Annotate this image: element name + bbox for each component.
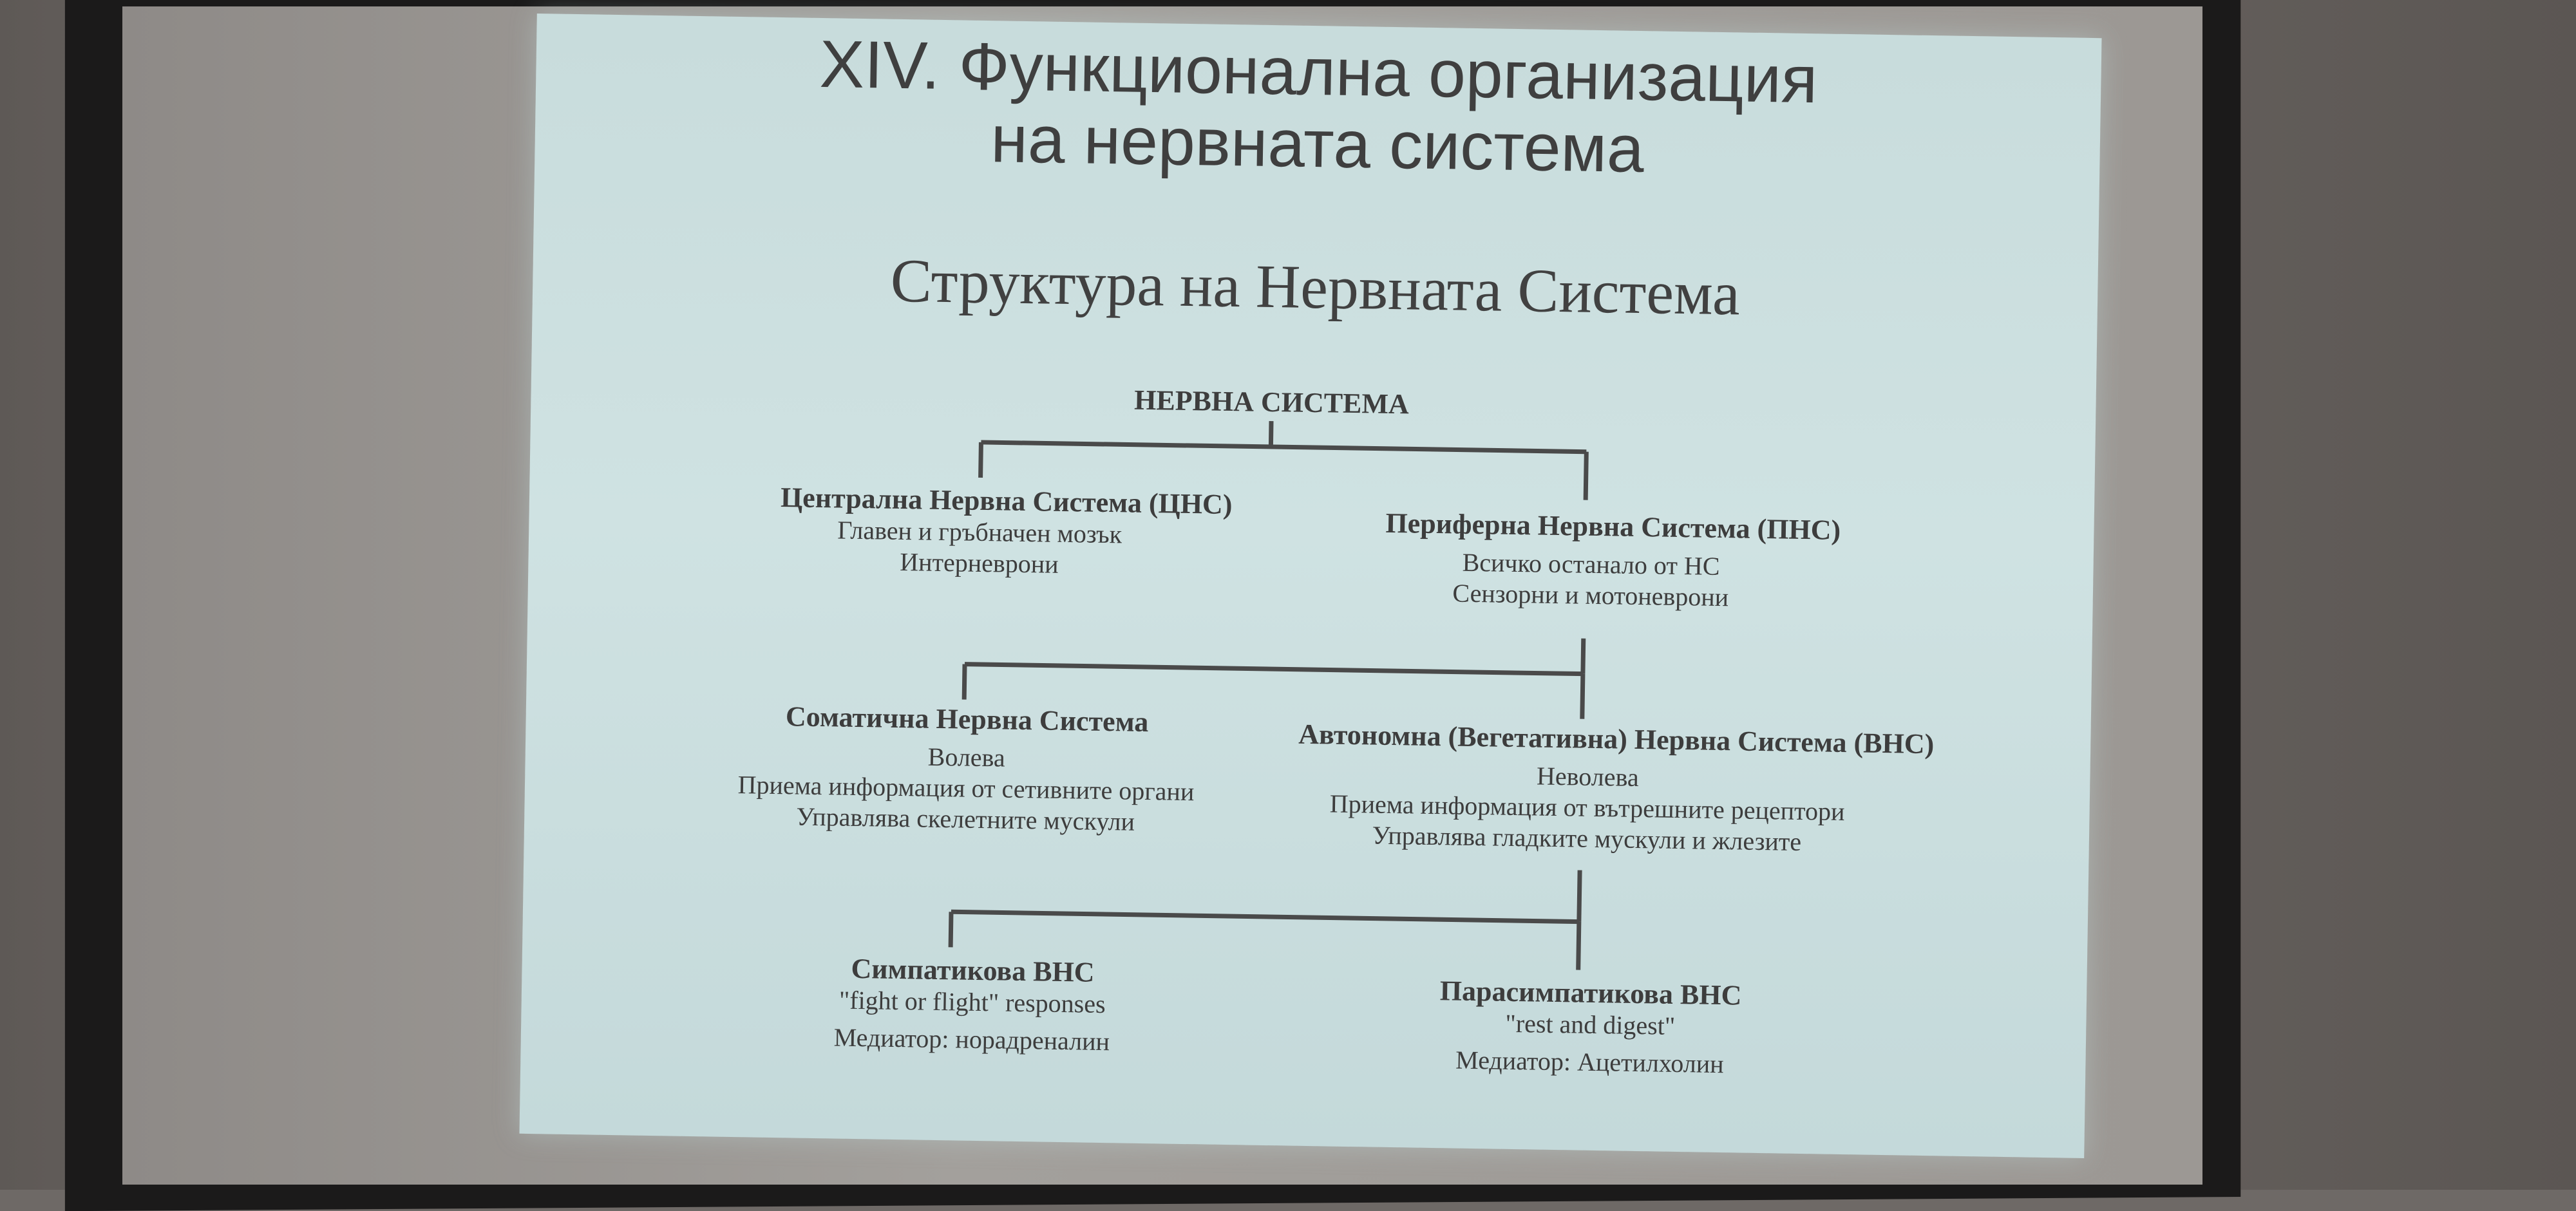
node-somatic: Соматична Нервна Система Волева Приема и… [724, 699, 1209, 839]
node-cns: Централна Нервна Система (ЦНС) Главен и … [779, 481, 1233, 582]
connector-parasympathetic-drop [1576, 921, 1582, 970]
node-parasympathetic-line: "rest and digest" [1505, 1008, 1676, 1040]
node-pns-head: Периферна Нервна Система (ПНС) [1385, 507, 1841, 546]
node-pns-line: Сензорни и мотоневрони [1452, 578, 1729, 612]
node-parasympathetic: Парасимпатикова ВНС "rest and digest" Ме… [1409, 974, 1771, 1081]
projector-screen: XIV. Функционална организация на нервнат… [122, 6, 2202, 1185]
connector-level2-bar [964, 662, 1583, 677]
node-sympathetic-line: "fight or flight" responses [838, 985, 1106, 1019]
node-sympathetic-line: Медиатор: норадреналин [833, 1022, 1110, 1056]
node-nervous-system: НЕРВНА СИСТЕМА [1097, 383, 1446, 421]
node-cns-line: Главен и гръбначен мозък [837, 515, 1122, 549]
node-somatic-head: Соматична Нервна Система [785, 700, 1149, 738]
presentation-slide: XIV. Функционална организация на нервнат… [519, 14, 2102, 1158]
node-sympathetic: Симпатикова ВНС "fight or flight" respon… [791, 951, 1153, 1058]
node-cns-line: Интерневрони [899, 547, 1059, 579]
node-parasympathetic-line: Медиатор: Ацетилхолин [1455, 1045, 1724, 1079]
tree-connectors [948, 420, 1589, 970]
connector-autonomic-drop [1580, 673, 1586, 719]
connector-pns-stem [1580, 638, 1586, 674]
connector-level1-bar [981, 440, 1587, 455]
node-pns: Периферна Нервна Система (ПНС) Всичко ос… [1384, 507, 1841, 614]
connector-somatic-drop [961, 664, 967, 700]
connector-level3-bar [951, 909, 1579, 925]
node-parasympathetic-head: Парасимпатикова ВНС [1439, 975, 1742, 1011]
node-nervous-system-label: НЕРВНА СИСТЕМА [1133, 384, 1410, 420]
connector-autonomic-stem [1577, 870, 1582, 922]
node-autonomic: Автономна (Вегетативна) Нервна Система (… [1297, 718, 1935, 859]
node-sympathetic-head: Симпатикова ВНС [851, 952, 1095, 988]
